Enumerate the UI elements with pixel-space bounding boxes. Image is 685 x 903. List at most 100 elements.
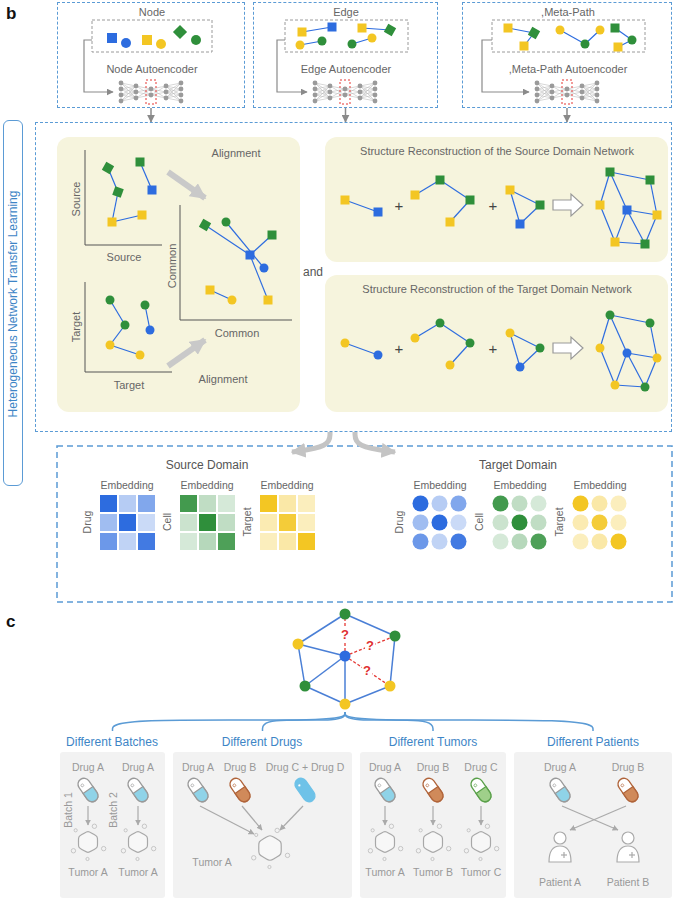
- input-sample-box: [285, 20, 408, 52]
- tumor-icon: [423, 832, 442, 853]
- autoencoder-icon: [343, 93, 348, 98]
- patient-label: Patient A: [539, 876, 581, 888]
- meta-path-samples: [596, 26, 605, 35]
- plot-axis: [85, 282, 172, 372]
- tumor-icon: [464, 824, 499, 861]
- scenario-arrow: [88, 806, 626, 834]
- embedding-matrix: [432, 496, 448, 512]
- row-label: Drug: [393, 511, 405, 534]
- graph-fragment: [466, 196, 475, 205]
- embedding-matrix: [260, 533, 277, 550]
- target-embedding-points: [106, 296, 155, 360]
- embedding-matrix: [138, 514, 155, 531]
- axis-label: Target: [70, 312, 83, 343]
- prediction-network: [344, 656, 346, 704]
- embedding-matrix: [592, 515, 608, 531]
- network-graph: ???: [285, 606, 405, 712]
- scenario-box: Different DrugsDrug ADrug BDrug C + Drug…: [173, 731, 352, 900]
- scenario-arrow: [137, 806, 138, 825]
- autoencoder-label: ,Meta-Path Autoencoder: [509, 63, 628, 76]
- axis-label: Target: [114, 379, 145, 392]
- node-samples: [107, 33, 117, 43]
- embedding-matrix: [279, 495, 296, 512]
- prediction-network: [340, 609, 351, 620]
- autoencoder-icon: [373, 99, 378, 104]
- drug-capsule: [297, 783, 301, 787]
- scenario-background: [60, 752, 165, 898]
- drug-capsule: [186, 776, 211, 804]
- graph-fragment: [510, 333, 540, 348]
- autoencoder-icon: [580, 90, 585, 95]
- embedding-matrix: [279, 514, 296, 531]
- matrix-label: Embedding: [413, 479, 466, 491]
- common-embedding-points: [246, 251, 255, 260]
- drug-capsule: [83, 787, 100, 805]
- autoencoder-label: Node Autoencoder: [106, 63, 197, 76]
- tumor-icon: [268, 865, 271, 868]
- autoencoder-icon: [328, 96, 333, 101]
- edge-samples: [368, 34, 377, 43]
- graph-fragment: [446, 361, 455, 370]
- embedding-matrix: [573, 496, 627, 550]
- tumor-icon: [416, 849, 420, 853]
- output-arrow: [292, 432, 330, 452]
- autoencoder-icon: [535, 93, 540, 98]
- input-sample-box: [92, 20, 212, 52]
- graph-fragment: [341, 339, 350, 348]
- scenario-arrow: [562, 806, 618, 830]
- patient-icon: [629, 854, 635, 855]
- drug-capsule: [293, 776, 318, 804]
- drug-capsule: [190, 783, 194, 787]
- embedding-matrix: [298, 495, 315, 512]
- node-samples: [156, 39, 166, 49]
- autoencoder-icon: [595, 99, 600, 104]
- tumor-icon: [375, 832, 394, 853]
- target-embedding-points: [110, 345, 140, 355]
- tumor-icon: [252, 828, 290, 868]
- embedding-matrix: [180, 495, 235, 550]
- reconstructed-network: [641, 383, 650, 392]
- graph-fragment: [506, 186, 515, 195]
- scenario-box: Different BatchesDrug ADrug ABatch 1Batc…: [60, 731, 165, 900]
- bracket-line: [345, 712, 593, 731]
- drug-label: Drug B: [417, 761, 450, 773]
- drug-capsule: [620, 783, 624, 787]
- graph-fragment: [411, 334, 420, 343]
- target-embedding-points: [121, 321, 130, 330]
- autoencoder-icon: [164, 96, 169, 101]
- tumor-icon: [383, 857, 386, 860]
- graph-fragment: [516, 220, 525, 229]
- patient-icon: [617, 846, 639, 862]
- tumor-icon: [371, 829, 374, 832]
- plot-axis: [85, 150, 292, 372]
- panel-background: [325, 137, 668, 262]
- edge-samples: [296, 23, 397, 50]
- embedding-matrix: [199, 514, 216, 531]
- scenario-heading: Different Patients: [547, 736, 639, 750]
- tumor-icon: [275, 828, 279, 832]
- autoencoder-icon: [179, 93, 184, 98]
- reconstructed-network: [606, 311, 615, 320]
- domain-title: Target Domain: [479, 459, 557, 473]
- embedding-matrix: [573, 534, 589, 550]
- autoencoder-icon: [535, 87, 540, 92]
- embedding-matrix: [218, 495, 235, 512]
- tumor-icon: [259, 836, 282, 861]
- common-embedding-points: [228, 296, 237, 305]
- autoencoder-icon: [582, 89, 597, 98]
- embedding-matrix: [592, 534, 608, 550]
- prediction-network: [345, 614, 395, 636]
- drug-label: Drug A: [544, 761, 576, 773]
- tumor-icon: [128, 832, 147, 853]
- autoencoder-icon: [345, 86, 360, 95]
- autoencoder-icon: [166, 89, 181, 98]
- tumor-icon: [142, 824, 146, 828]
- common-embedding-points: [250, 255, 268, 300]
- reconstructed-network: [615, 210, 627, 242]
- autoencoder-icon: [565, 93, 570, 98]
- patient-icon: [549, 832, 571, 862]
- tumor-icon: [136, 857, 139, 860]
- meta-path-samples: [614, 43, 623, 52]
- autoencoder-icon: [313, 93, 318, 98]
- common-embedding-points: [199, 218, 277, 305]
